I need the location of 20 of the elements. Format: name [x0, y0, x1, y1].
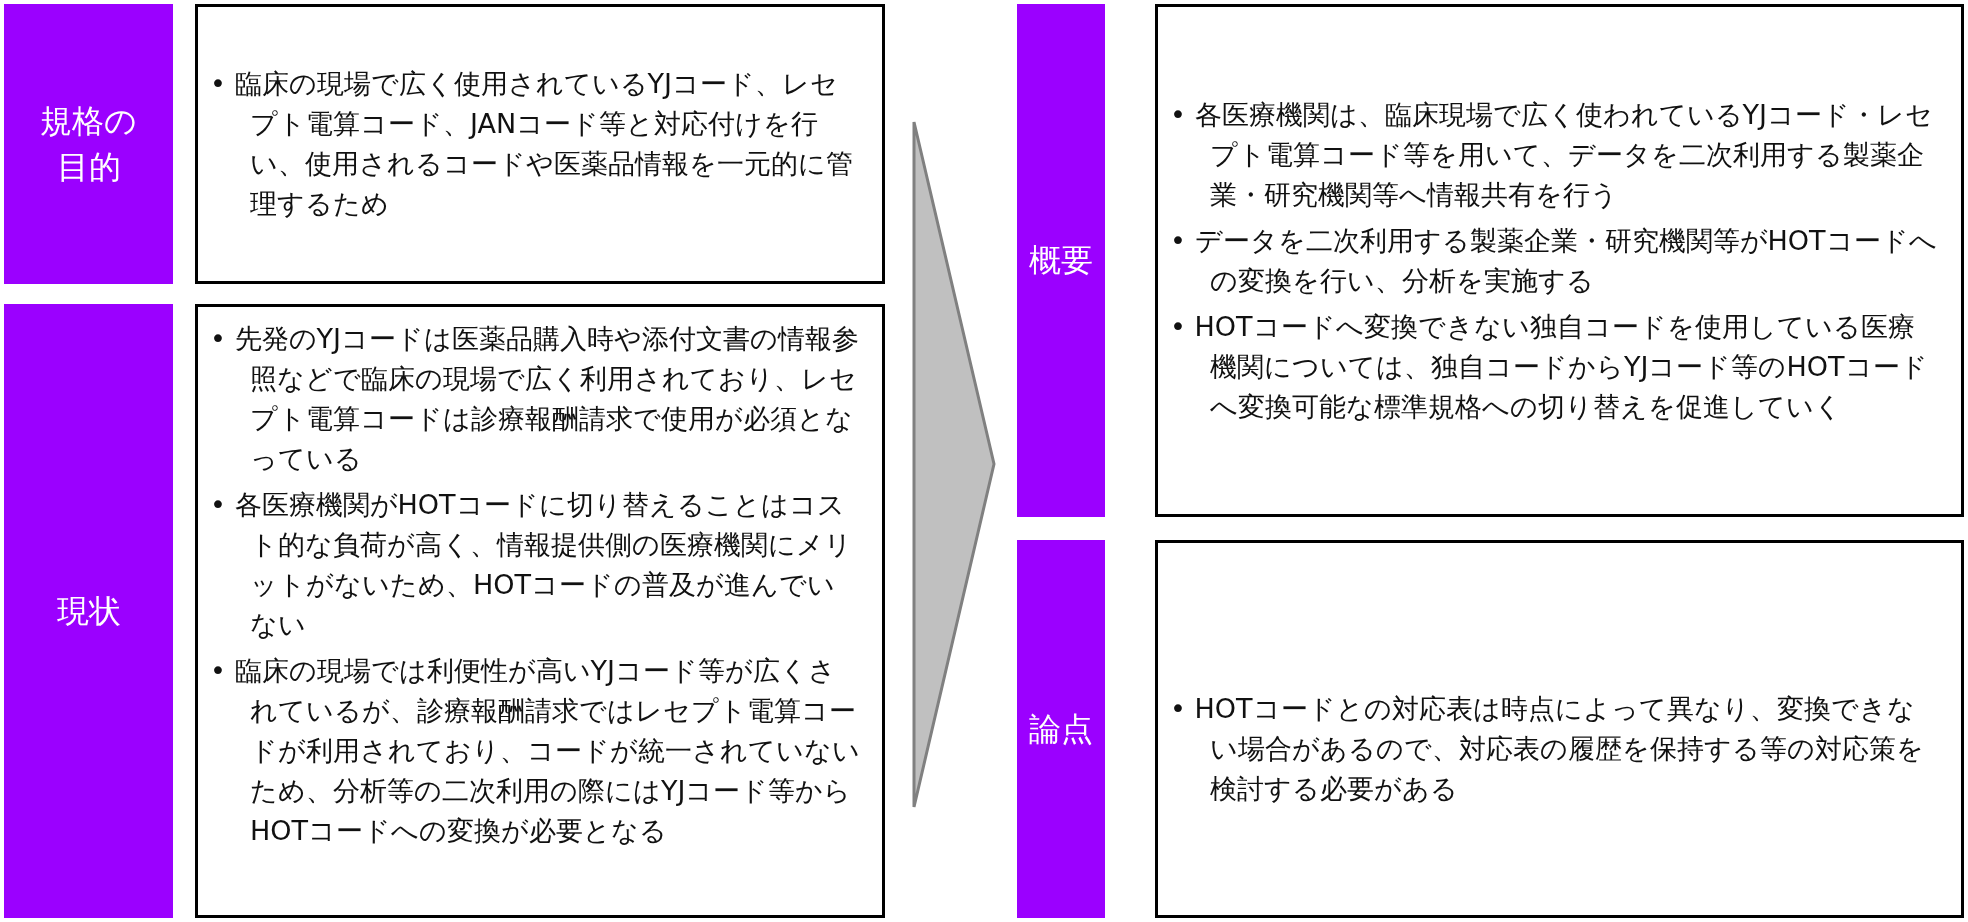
section-label — [1017, 540, 1105, 918]
bullet-item: • データを二次利用する製薬企業・研究機関等がHOTコードへの変換を行い、分析を実施する — [1170, 223, 1938, 298]
section-title: 規格の目的 — [39, 100, 138, 188]
bullet-item: • HOTコードへ変換できない独自コードを使用している医療機関については、独自コードからYJコード等のHOTコードへ変換可能な標準規格への切り替えを促進していく — [1170, 309, 1929, 424]
section-title: 現状 — [56, 590, 121, 632]
section-label — [4, 4, 173, 284]
section-label — [1017, 4, 1105, 517]
bullet-item: • HOTコードとの対応表は時点によって異なり、変換できない場合があるので、対応表の履歴を保持する等の対応策を検討する必要がある — [1170, 692, 1925, 806]
bullet-item: • 各医療機関がHOTコードに切り替えることはコスト的な負荷が高く、情報提供側の医療機関にメリットがないため、HOTコードの普及が進んでいない — [210, 488, 853, 642]
bullet-item: • 先発のYJコードは医薬品購入時や添付文書の情報参照などで臨床の現場で広く利用されており、レセプト電算コードは診療報酬請求で使用が必須となっている — [210, 322, 860, 476]
section-title: 論点 — [1029, 708, 1093, 750]
text-panel — [195, 4, 885, 284]
bullet-item: • 各医療機関は、臨床現場で広く使われているYJコード・レセプト電算コード等を用いて、データを二次利用する製薬企業・研究機関等へ情報共有を行う — [1170, 97, 1934, 212]
section-label — [4, 304, 173, 918]
text-panel — [195, 304, 885, 918]
text-panel — [1155, 540, 1964, 918]
text-panel — [1155, 4, 1964, 517]
bullet-item: • 臨床の現場では利便性が高いYJコード等が広くされているが、診療報酬請求ではレセプト電算コードが利用されており、コードが統一されていないため、分析等の二次利用の際にはYJコード等からHOTコードへの変換が必要となる — [210, 654, 860, 848]
section-title: 概要 — [1029, 240, 1093, 282]
bullet-item: • 臨床の現場で広く使用されているYJコード、レセプト電算コード、JANコード等と対応付けを行い、使用されるコードや医薬品情報を一元的に管理するため — [210, 67, 854, 221]
